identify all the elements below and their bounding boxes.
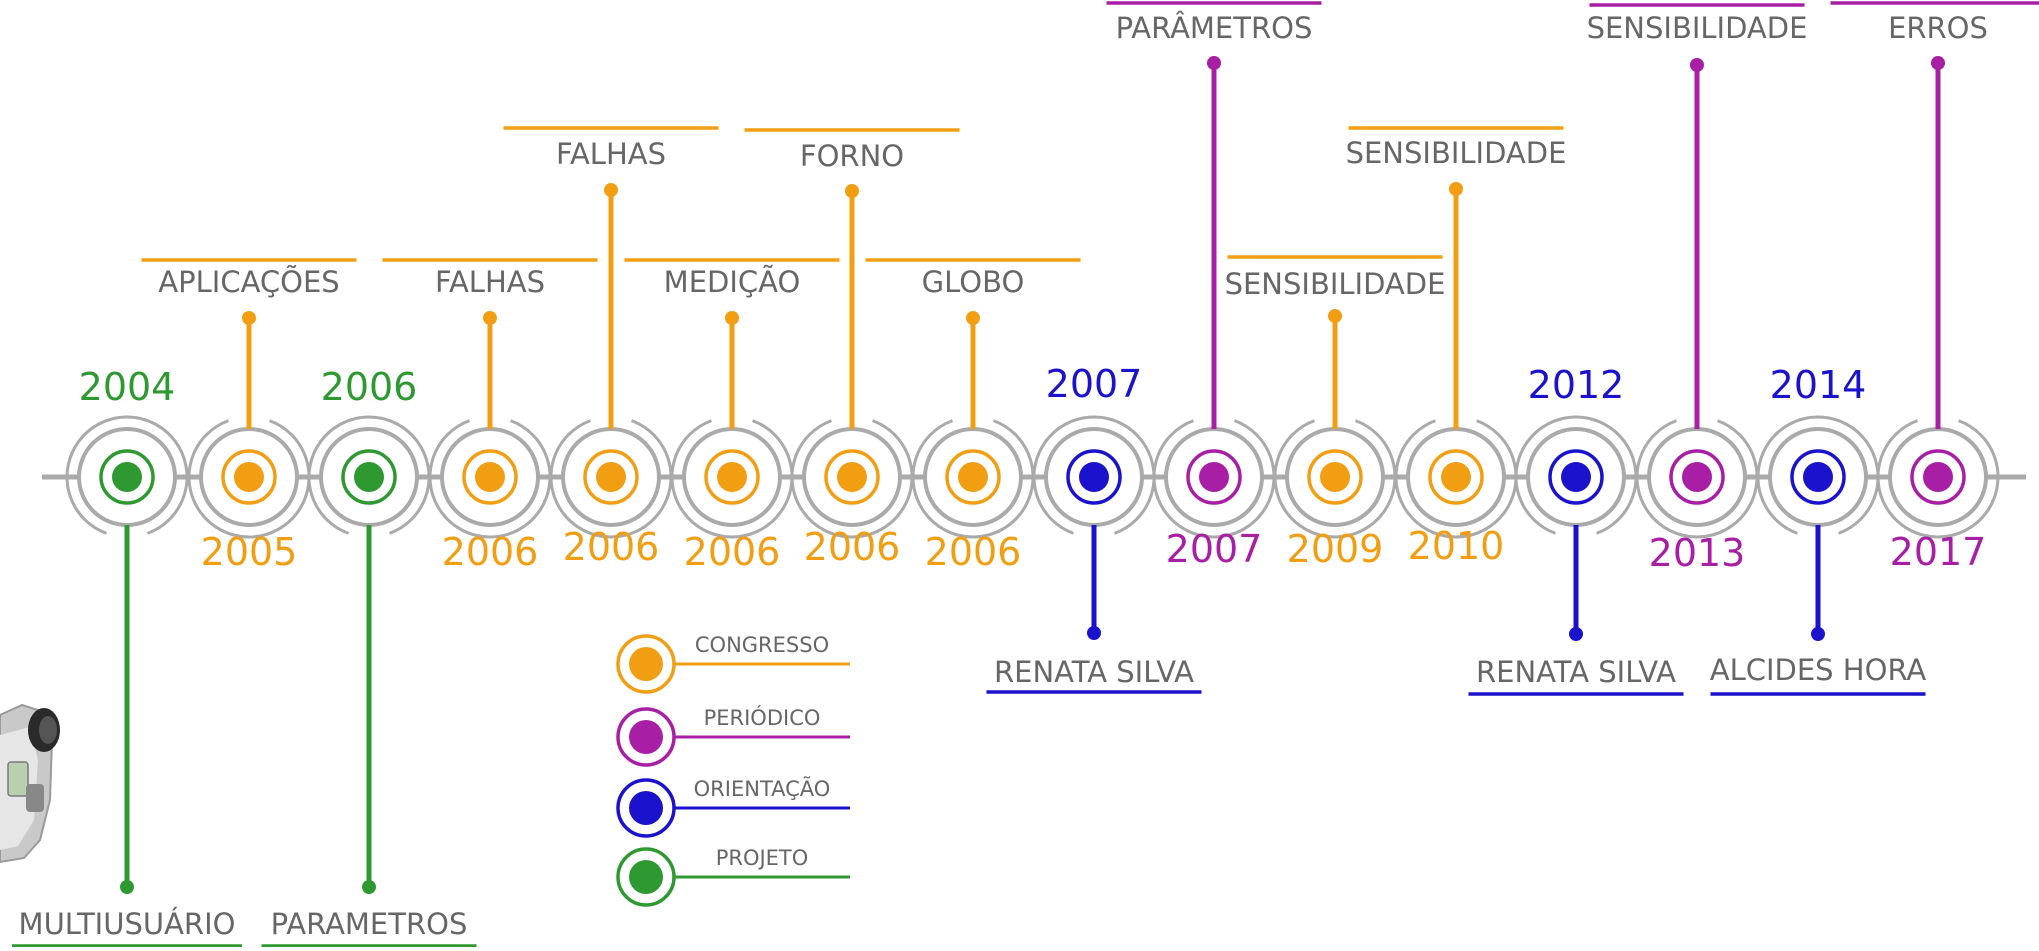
event-year: 2007 (1166, 527, 1263, 571)
event-dot (1199, 462, 1229, 492)
connector-end-dot (1690, 58, 1704, 72)
event-label: FORNO (800, 139, 904, 173)
event-dot (596, 462, 626, 492)
event-year: 2014 (1770, 363, 1867, 407)
event-label: FALHAS (435, 265, 545, 299)
legend-item: ORIENTAÇÃO (618, 775, 850, 836)
legend-dot (629, 860, 663, 894)
connector-end-dot (966, 311, 980, 325)
connector-end-dot (604, 183, 618, 197)
event-label: SENSIBILIDADE (1225, 267, 1446, 301)
connector-end-dot (1207, 56, 1221, 70)
connector-end-dot (725, 311, 739, 325)
event-year: 2013 (1649, 531, 1746, 575)
event-year: 2006 (925, 530, 1022, 574)
event-dot (1923, 462, 1953, 492)
legend-dot (629, 647, 663, 681)
event-year: 2010 (1408, 524, 1505, 568)
event-dot (112, 462, 142, 492)
legend-label: ORIENTAÇÃO (694, 775, 831, 801)
connector-end-dot (1449, 182, 1463, 196)
event-year: 2012 (1528, 363, 1625, 407)
event-dot (475, 462, 505, 492)
event-label: ALCIDES HORA (1710, 653, 1927, 687)
event-dot (717, 462, 747, 492)
connector-end-dot (1811, 627, 1825, 641)
legend-label: PERIÓDICO (704, 705, 821, 730)
legend-label: CONGRESSO (695, 633, 829, 657)
event-year: 2006 (321, 365, 418, 409)
event-label: MULTIUSUÁRIO (19, 907, 236, 941)
event-label: GLOBO (922, 265, 1025, 299)
event-dot (1803, 462, 1833, 492)
connector-end-dot (120, 880, 134, 894)
event-dot (1682, 462, 1712, 492)
timeline-event: 2006 FALHAS (504, 128, 719, 569)
timeline-event: 2005 APLICAÇÕES (142, 260, 357, 574)
event-label: APLICAÇÕES (158, 265, 339, 299)
legend-dot (629, 791, 663, 825)
event-label: PARAMETROS (271, 907, 468, 941)
event-label: SENSIBILIDADE (1346, 136, 1567, 170)
connector-end-dot (1087, 626, 1101, 640)
event-year: 2004 (79, 365, 176, 409)
connector-end-dot (1328, 309, 1342, 323)
event-label: SENSIBILIDADE (1587, 11, 1808, 45)
timeline-event: 2006 FORNO (745, 130, 960, 569)
legend-item: CONGRESSO (618, 633, 850, 692)
event-year: 2007 (1046, 362, 1143, 406)
event-dot (1079, 462, 1109, 492)
event-dot (234, 462, 264, 492)
event-label: FALHAS (556, 137, 666, 171)
event-dot (837, 462, 867, 492)
connector-end-dot (242, 311, 256, 325)
event-year: 2006 (563, 525, 660, 569)
event-year: 2009 (1287, 527, 1384, 571)
legend-item: PERIÓDICO (618, 705, 850, 765)
event-year: 2006 (684, 530, 781, 574)
legend-dot (629, 720, 663, 754)
connector-end-dot (362, 880, 376, 894)
event-dot (1320, 462, 1350, 492)
connector-end-dot (483, 311, 497, 325)
event-year: 2005 (201, 530, 298, 574)
event-label: RENATA SILVA (994, 655, 1194, 689)
thermal-camera-icon (0, 705, 60, 862)
event-year: 2006 (442, 530, 539, 574)
event-label: RENATA SILVA (1476, 655, 1676, 689)
legend-item: PROJETO (618, 846, 850, 905)
event-label: ERROS (1888, 11, 1988, 45)
event-label: PARÂMETROS (1116, 11, 1313, 45)
event-year: 2006 (804, 525, 901, 569)
event-dot (1441, 462, 1471, 492)
event-dot (354, 462, 384, 492)
legend: CONGRESSO PERIÓDICO ORIENTAÇÃO PROJETO (618, 633, 850, 905)
connector-end-dot (845, 184, 859, 198)
event-label: MEDIÇÃO (664, 265, 801, 299)
connector-end-dot (1931, 56, 1945, 70)
legend-label: PROJETO (716, 846, 809, 870)
connector-end-dot (1569, 627, 1583, 641)
event-year: 2017 (1890, 530, 1987, 574)
event-dot (958, 462, 988, 492)
event-dot (1561, 462, 1591, 492)
